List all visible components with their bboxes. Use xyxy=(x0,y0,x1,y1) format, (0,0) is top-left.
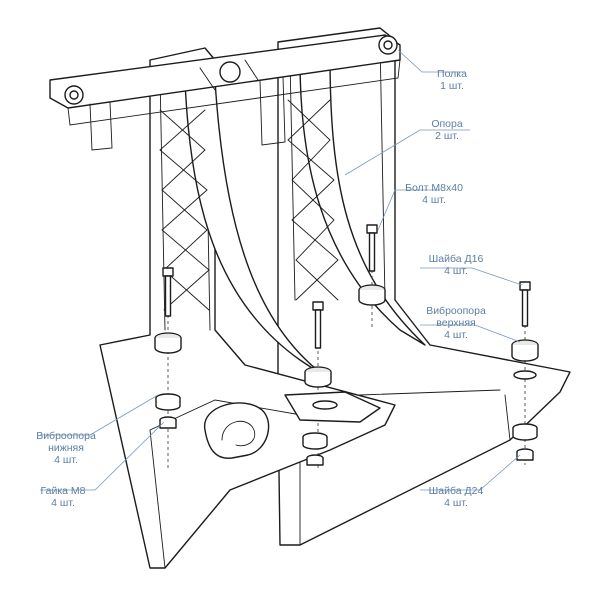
callout-vibro-upper-qty: 4 шт. xyxy=(444,329,468,341)
callout-shaiba-d24-qty: 4 шт. xyxy=(444,497,468,509)
callout-shaiba-d16-name: Шайба Д16 xyxy=(428,253,484,265)
leader-lines xyxy=(40,49,523,491)
callout-bolt-qty: 4 шт. xyxy=(422,194,446,206)
callout-shaiba-d24-name: Шайба Д24 xyxy=(428,485,484,497)
callout-opora: Опора 2 шт. xyxy=(414,118,480,142)
bolt-stack-back-left xyxy=(358,224,386,330)
callout-vibro-upper-sub: верхняя xyxy=(436,317,476,329)
callout-vibro-upper: Виброопора верхняя 4 шт. xyxy=(418,305,494,341)
callout-vibro-lower-qty: 4 шт. xyxy=(54,454,78,466)
callout-polka-name: Полка xyxy=(437,68,467,80)
callout-bolt: Болт М8х40 4 шт. xyxy=(392,182,476,206)
callout-gaika-name: Гайка М8 xyxy=(40,485,86,497)
callout-vibro-upper-name: Виброопора xyxy=(426,305,486,317)
callout-bolt-name: Болт М8х40 xyxy=(405,182,463,194)
callout-vibro-lower-sub: нижняя xyxy=(48,442,84,454)
bolt-stack-left xyxy=(154,267,182,470)
callout-shaiba-d24: Шайба Д24 4 шт. xyxy=(418,485,494,509)
shelf-bar xyxy=(49,34,401,151)
logo-emblem xyxy=(204,402,270,459)
callout-opora-name: Опора xyxy=(431,118,463,130)
callout-gaika-qty: 4 шт. xyxy=(51,497,75,509)
callout-polka-qty: 1 шт. xyxy=(440,80,464,92)
bolt-stack-right xyxy=(511,281,539,465)
callout-vibro-lower: Виброопора нижняя 4 шт. xyxy=(28,430,104,466)
callout-gaika: Гайка М8 4 шт. xyxy=(30,485,96,509)
callout-polka: Полка 1 шт. xyxy=(422,68,482,92)
bolt-stack-center xyxy=(284,301,381,470)
callout-opora-qty: 2 шт. xyxy=(435,130,459,142)
callout-vibro-lower-name: Виброопора xyxy=(36,430,96,442)
callout-shaiba-d16: Шайба Д16 4 шт. xyxy=(418,253,494,277)
callout-shaiba-d16-qty: 4 шт. xyxy=(444,265,468,277)
